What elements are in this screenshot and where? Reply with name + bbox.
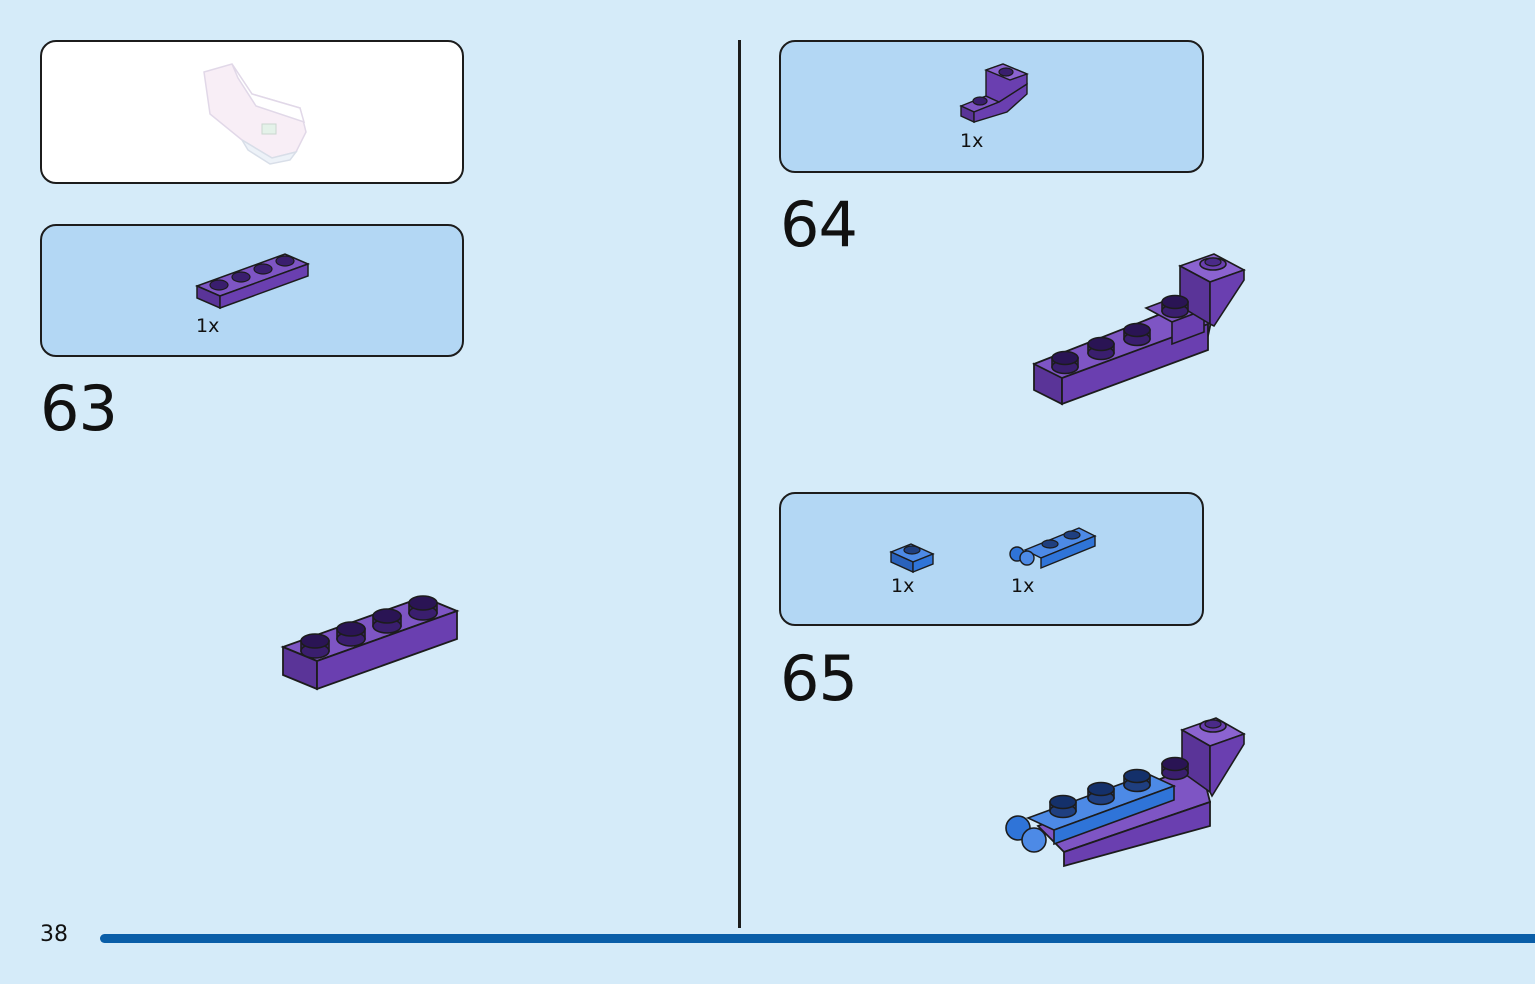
step-64-build-image (1032, 253, 1246, 406)
purple-plate-1x4-icon (194, 253, 311, 310)
step-65-parts-box: 1x 1x (779, 492, 1204, 626)
step-65-build-image (1005, 717, 1246, 868)
ghost-submodel-icon (203, 63, 307, 165)
step-63-build-image (280, 595, 460, 691)
submodel-preview-box (40, 40, 464, 184)
step-number-65: 65 (780, 642, 858, 715)
step-65-part-1-quantity: 1x (891, 575, 915, 597)
step-63-parts-box: 1x (40, 224, 464, 357)
step-64-parts-box: 1x (779, 40, 1204, 173)
blue-plate-1x1-icon (889, 543, 935, 574)
step-65-part-2-quantity: 1x (1011, 575, 1035, 597)
blue-plate-1x2-with-clip-icon (1009, 527, 1097, 570)
step-number-63: 63 (40, 372, 118, 445)
purple-slope-bracket-icon (959, 63, 1029, 124)
step-number-64: 64 (780, 188, 858, 261)
page-number: 38 (40, 922, 68, 947)
page-divider (738, 40, 741, 928)
step-63-part-quantity: 1x (196, 315, 220, 337)
step-64-part-quantity: 1x (960, 130, 984, 152)
progress-bar (100, 934, 1535, 943)
